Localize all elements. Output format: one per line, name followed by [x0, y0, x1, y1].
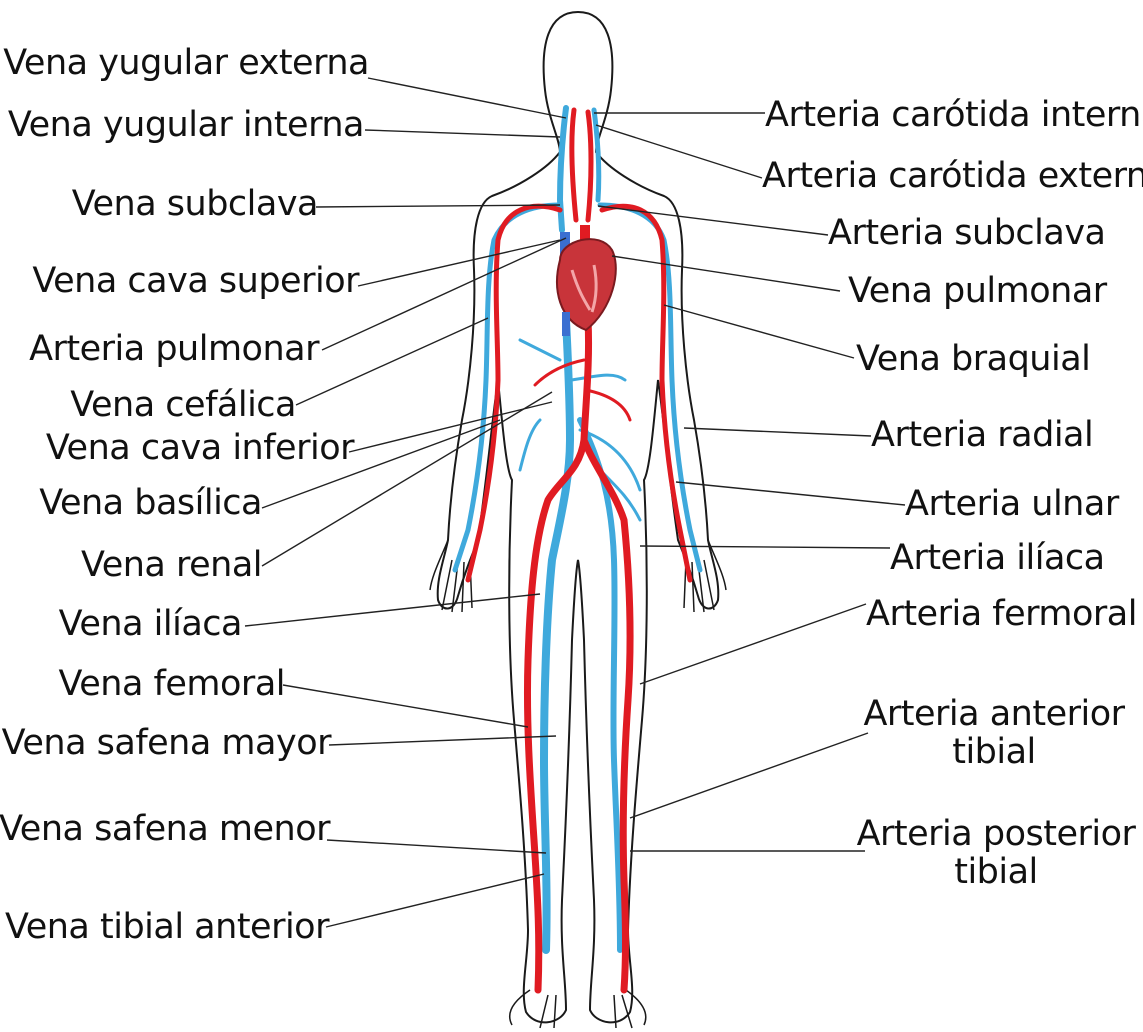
label-vena-renal: Vena renal — [81, 546, 262, 584]
label-arteria-carotida-interna: Arteria carótida interna — [765, 96, 1143, 134]
label-vena-safena-mayor: Vena safena mayor — [2, 724, 331, 762]
label-vena-cefalica: Vena cefálica — [70, 386, 296, 424]
label-arteria-anterior-tibial-line2: tibial — [862, 733, 1126, 771]
label-vena-subclava: Vena subclava — [72, 185, 318, 223]
label-arteria-radial: Arteria radial — [871, 416, 1093, 454]
label-arteria-anterior-tibial-line1: Arteria anterior — [862, 695, 1126, 733]
label-vena-cava-superior: Vena cava superior — [32, 262, 359, 300]
label-arteria-subclava: Arteria subclava — [828, 214, 1106, 252]
label-arteria-fermoral: Arteria fermoral — [866, 595, 1137, 633]
label-arteria-posterior-tibial-line2: tibial — [856, 853, 1136, 891]
label-arteria-ulnar: Arteria ulnar — [905, 485, 1119, 523]
label-arteria-carotida-externa: Arteria carótida externa — [762, 157, 1143, 195]
label-arteria-posterior-tibial-line1: Arteria posterior — [856, 815, 1136, 853]
label-vena-femoral: Vena femoral — [59, 665, 285, 703]
label-arteria-pulmonar: Arteria pulmonar — [29, 330, 319, 368]
label-vena-basilica: Vena basílica — [39, 484, 262, 522]
heart — [557, 225, 616, 336]
veins — [455, 108, 700, 950]
label-vena-yugular-externa: Vena yugular externa — [3, 44, 369, 82]
label-vena-yugular-interna: Vena yugular interna — [8, 106, 364, 144]
label-vena-cava-inferior: Vena cava inferior — [46, 429, 354, 467]
left-hand — [430, 540, 472, 612]
label-vena-safena-menor: Vena safena menor — [0, 810, 330, 848]
label-arteria-posterior-tibial: Arteria posterior tibial — [856, 815, 1136, 891]
label-vena-tibial-anterior: Vena tibial anterior — [5, 908, 329, 946]
label-arteria-anterior-tibial: Arteria anterior tibial — [862, 695, 1126, 771]
label-arteria-iliaca: Arteria ilíaca — [890, 539, 1105, 577]
feet — [510, 990, 646, 1028]
label-vena-pulmonar: Vena pulmonar — [848, 272, 1107, 310]
label-vena-braquial: Vena braquial — [856, 340, 1090, 378]
label-vena-iliaca: Vena ilíaca — [59, 605, 242, 643]
